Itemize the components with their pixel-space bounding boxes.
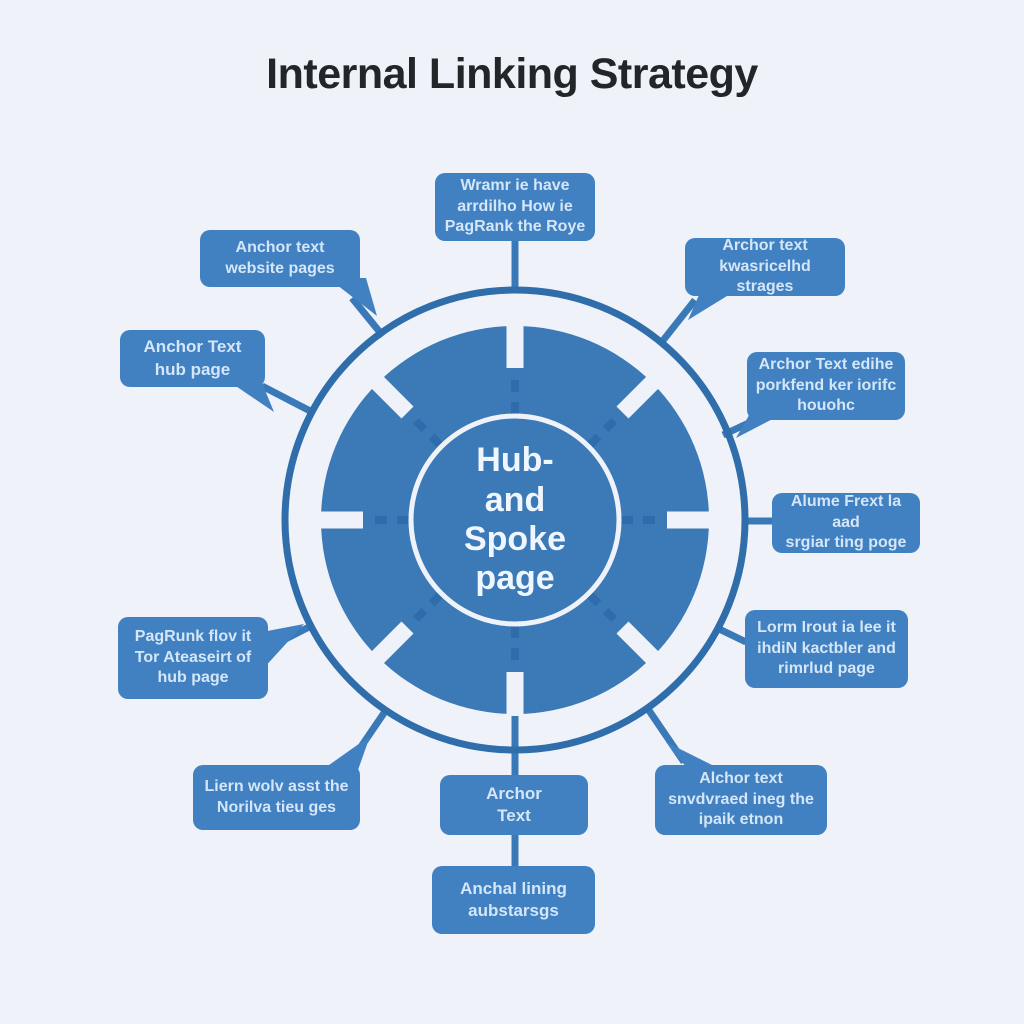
- spoke-nw: [370, 375, 414, 419]
- node-right-lower: Lorm Irout ia lee it ihdiN kactbler and …: [745, 610, 908, 688]
- connector-top-left: [349, 295, 386, 339]
- node-bottom-left: Liern wolv asst the Norilva tieu ges: [193, 765, 360, 830]
- node-right-mid: Alume Frext la aad srgiar ting poge: [772, 493, 920, 553]
- dash-se: [587, 592, 624, 629]
- node-left-upper: Anchor Text hub page: [120, 330, 265, 387]
- spoke-ne: [616, 375, 660, 419]
- node-right-upper: Archor Text edihe porkfend ker iorifc ho…: [747, 352, 905, 420]
- node-top-left: Anchor text website pages: [200, 230, 360, 287]
- tail-bottom-right: [666, 742, 726, 772]
- hub-inner-circle: [408, 413, 622, 627]
- spokes: [319, 324, 711, 716]
- tail-top-left: [328, 278, 377, 316]
- tail-top-right: [688, 288, 740, 320]
- node-top-right: Archor text kwasricelhd strages: [685, 237, 845, 296]
- spoke-sw: [370, 621, 414, 665]
- spoke-se: [616, 621, 660, 665]
- node-left-lower: PagRunk flov it Tor Ateaseirt of hub pag…: [118, 617, 268, 699]
- tail-bottom-left: [322, 736, 370, 770]
- dash-ne: [587, 411, 624, 448]
- dashed-spokes: [365, 370, 665, 670]
- dash-sw: [406, 592, 443, 629]
- node-bottom-right: Alchor text snvdvraed ineg the ipaik etn…: [655, 765, 827, 835]
- connector-top-right: [658, 297, 698, 346]
- tail-left-lower: [262, 624, 304, 670]
- node-bottom-center: Archor Text: [440, 775, 588, 835]
- hub-label: Hub- and Spoke page: [463, 441, 567, 598]
- node-tails: [224, 278, 790, 772]
- node-bottom: Anchal lining aubstarsgs: [432, 866, 595, 934]
- connector-left-upper: [260, 382, 316, 417]
- outer-ring: [281, 286, 749, 754]
- page-title: Internal Linking Strategy: [266, 50, 758, 98]
- node-top: Wramr ie have arrdilho How ie PagRank th…: [435, 173, 595, 241]
- dash-nw: [406, 411, 443, 448]
